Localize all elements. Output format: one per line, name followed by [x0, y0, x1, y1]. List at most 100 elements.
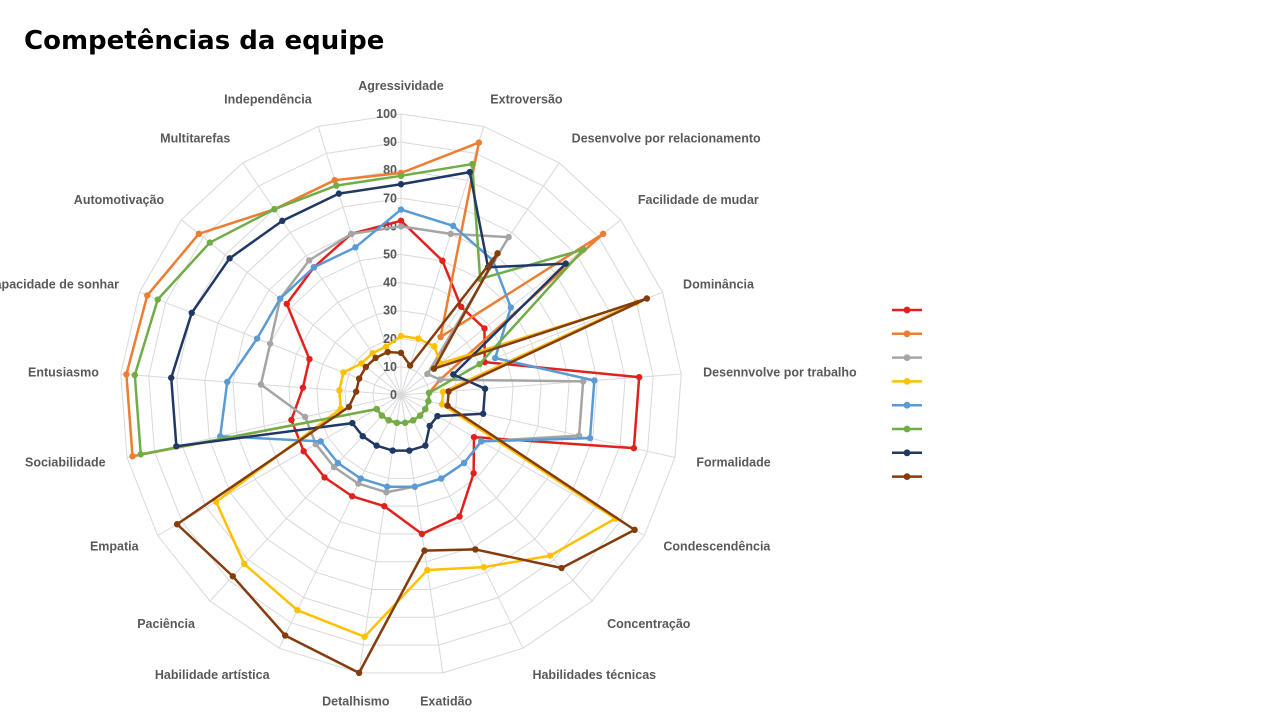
data-point: [224, 378, 231, 386]
data-point: [457, 303, 465, 310]
data-point: [352, 244, 359, 251]
data-point: [385, 417, 393, 424]
data-point: [480, 563, 488, 571]
data-point: [306, 355, 313, 363]
data-point: [630, 444, 638, 452]
legend-entry: [892, 473, 922, 480]
data-point: [591, 377, 598, 384]
data-point: [507, 304, 515, 311]
data-point: [456, 513, 463, 520]
data-point: [362, 363, 370, 371]
data-point: [466, 168, 473, 176]
data-point: [188, 309, 195, 317]
legend-marker: [903, 449, 911, 457]
data-point: [373, 405, 380, 413]
data-point: [393, 419, 401, 426]
data-point: [195, 230, 203, 238]
tick-label: 50: [383, 248, 397, 262]
data-point: [397, 181, 405, 188]
legend-entry: [892, 425, 922, 433]
data-point: [144, 292, 151, 299]
data-point: [355, 669, 363, 677]
data-point: [481, 325, 488, 332]
data-point: [434, 412, 441, 420]
data-point: [470, 470, 477, 477]
data-point: [411, 483, 419, 490]
grid-ring: [260, 253, 542, 535]
data-point: [305, 257, 313, 264]
grid-ring: [232, 225, 570, 563]
data-point: [430, 365, 438, 372]
data-point: [422, 405, 429, 413]
tick-label: 0: [390, 388, 397, 402]
legend-marker: [903, 354, 911, 361]
data-point: [438, 401, 446, 408]
category-label: Entusiasmo: [28, 365, 99, 379]
data-point: [283, 300, 290, 308]
category-label: Desennvolve por trabalho: [703, 365, 857, 379]
series-3: [212, 299, 640, 640]
data-point: [460, 459, 468, 467]
series-line: [218, 208, 596, 488]
data-point: [425, 398, 432, 405]
data-point: [401, 419, 409, 426]
data-point: [579, 378, 587, 385]
data-point: [279, 217, 286, 225]
data-point: [470, 433, 478, 441]
category-label: Sociabilidade: [25, 455, 106, 469]
chart-title: Competências da equipe: [24, 26, 385, 56]
data-point: [137, 451, 144, 458]
data-point: [340, 369, 347, 376]
data-point: [505, 233, 512, 241]
data-point: [631, 526, 638, 534]
legend-marker: [903, 473, 911, 480]
series-line: [169, 170, 568, 452]
data-point: [422, 442, 429, 449]
data-point: [330, 463, 338, 471]
data-point: [384, 348, 391, 356]
legend-marker: [903, 378, 911, 385]
data-point: [173, 443, 180, 450]
category-label: Desenvolve por relacionamento: [572, 132, 761, 146]
category-label: Exatidão: [420, 695, 472, 709]
data-point: [439, 388, 447, 396]
data-point: [643, 295, 651, 302]
data-point: [361, 633, 368, 640]
data-point: [586, 434, 594, 442]
data-point: [381, 502, 388, 510]
category-label: Agressividade: [358, 79, 444, 93]
legend-entry: [892, 330, 922, 338]
data-point: [481, 385, 489, 392]
radar-grid: [120, 113, 682, 674]
series-layer: [123, 139, 651, 677]
data-point: [426, 422, 433, 430]
category-label: Multitarefas: [160, 132, 230, 146]
grid-spoke: [157, 394, 402, 536]
grid-ring: [204, 197, 598, 591]
data-point: [154, 296, 161, 303]
data-point: [424, 370, 431, 378]
data-point: [229, 573, 237, 580]
category-label: Empatia: [90, 540, 140, 554]
data-point: [558, 564, 565, 572]
legend-marker: [903, 306, 911, 314]
data-point: [288, 416, 295, 424]
legend-entry: [892, 449, 922, 457]
tick-label: 70: [383, 191, 397, 205]
data-point: [475, 139, 483, 146]
data-point: [359, 432, 366, 440]
data-point: [349, 419, 356, 427]
category-label: Facilidade de mudar: [638, 193, 759, 207]
category-label: Concentração: [607, 617, 691, 631]
data-point: [437, 376, 444, 383]
data-point: [546, 552, 554, 559]
grid-ring: [120, 113, 682, 674]
data-point: [635, 373, 643, 381]
tick-label: 10: [383, 360, 397, 374]
data-point: [439, 257, 446, 264]
category-label: Capacidade de sonhar: [0, 277, 119, 291]
grid-spoke: [278, 394, 402, 649]
